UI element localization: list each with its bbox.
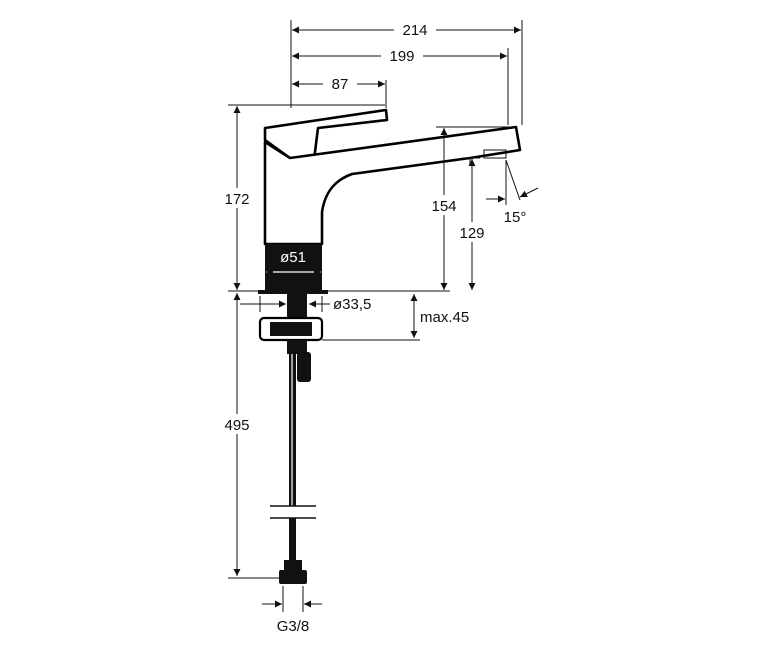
label-214: 214 [402, 22, 427, 39]
label-199: 199 [389, 48, 414, 65]
label-154: 154 [431, 198, 456, 215]
aerator [483, 149, 507, 159]
label-15-deg: 15° [504, 209, 527, 226]
label-495-bg [218, 414, 256, 434]
hose-end-collar [284, 560, 302, 572]
mounting-nut-detail [270, 322, 312, 336]
label-87-bg [323, 73, 357, 93]
faucet-outline [258, 108, 522, 294]
label-154-bg [424, 195, 464, 215]
label-129-bg [452, 222, 492, 242]
label-g38: G3/8 [277, 618, 310, 635]
label-172: 172 [224, 191, 249, 208]
label-172-bg [218, 188, 256, 208]
supply-hose-lower [289, 518, 296, 564]
spout-body [263, 125, 522, 246]
dimension-labels: 214 199 87 172 154 129 15° ø51 ø33,5 max… [218, 18, 526, 635]
lever-handle [263, 108, 389, 162]
label-495: 495 [224, 417, 249, 434]
supply-coupling [287, 340, 307, 354]
label-199-bg [381, 45, 423, 65]
label-87: 87 [332, 76, 349, 93]
label-d51: ø51 [280, 249, 306, 266]
label-214-bg [394, 18, 436, 38]
label-max45: max.45 [420, 309, 469, 326]
label-d33: ø33,5 [333, 296, 371, 313]
side-fitting [297, 352, 311, 382]
base-ring [265, 244, 322, 292]
dim-15-arrow-right [519, 187, 539, 198]
hose-end-nut [279, 570, 307, 584]
label-129: 129 [459, 225, 484, 242]
base-plate [258, 290, 328, 294]
threaded-stud [287, 294, 307, 318]
extension-lines [228, 20, 523, 612]
mounting-assembly [258, 294, 324, 584]
dim-15-angled [505, 159, 521, 201]
